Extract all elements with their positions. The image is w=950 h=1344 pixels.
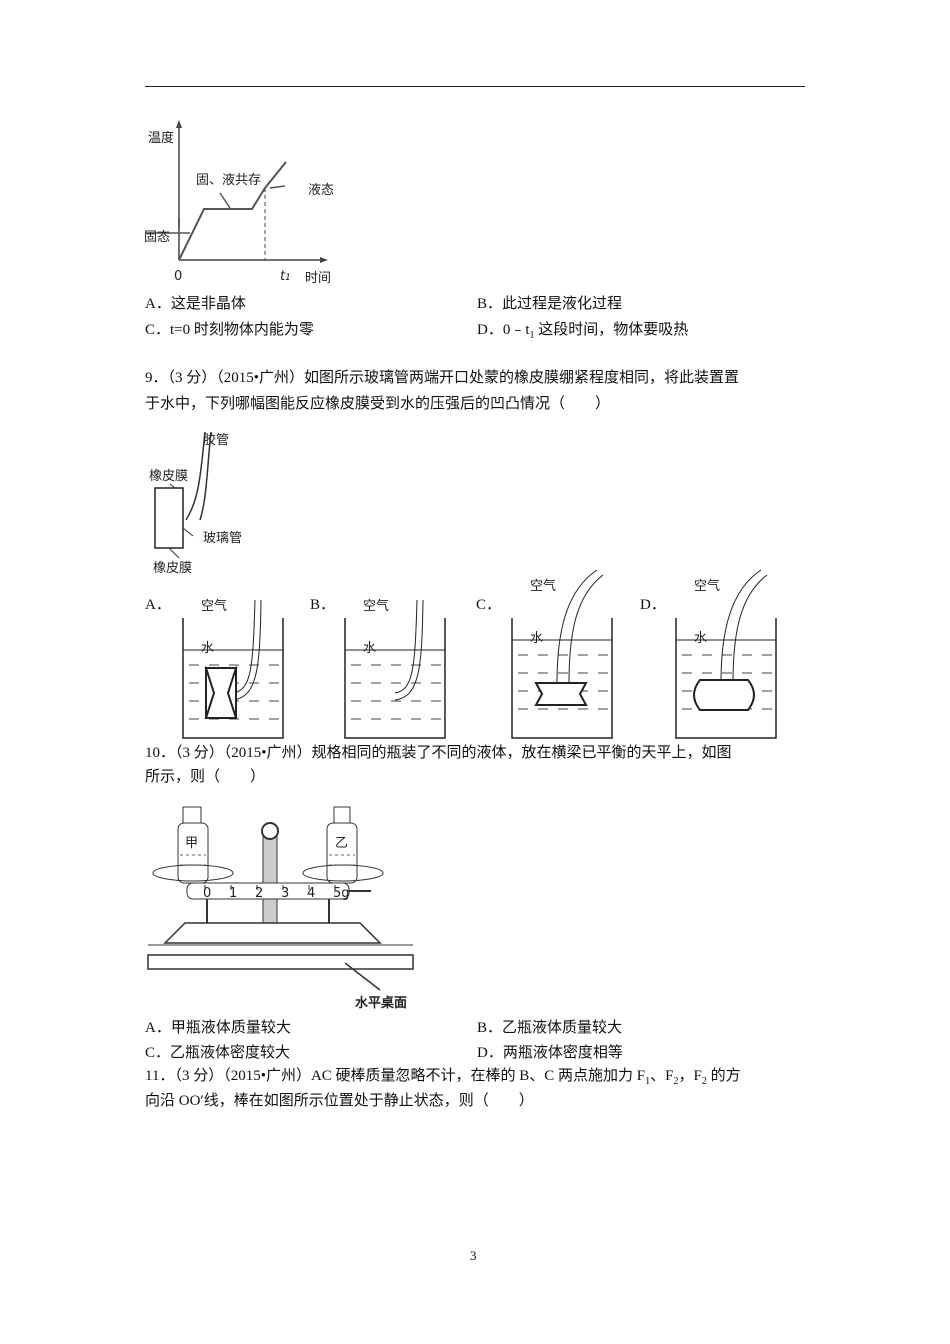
svg-text:胶管: 胶管: [203, 432, 229, 448]
q10-option-d: D．两瓶液体密度相等: [477, 1045, 623, 1061]
q9-text-line2: 于水中，下列哪幅图能反应橡皮膜受到水的压强后的凹凸情况（ ）: [145, 396, 611, 412]
svg-text:水平桌面: 水平桌面: [355, 995, 407, 1011]
scale-tick-label: 2: [255, 886, 263, 901]
svg-text:空气: 空气: [363, 598, 389, 614]
svg-text:空气: 空气: [694, 578, 720, 594]
scale-tick-label: 3: [281, 886, 289, 901]
q8-option-c: C．t=0 时刻物体内能为零: [145, 322, 314, 338]
svg-text:玻璃管: 玻璃管: [203, 531, 242, 546]
q9-choice-label: A．: [145, 597, 171, 613]
coexist-label: 固、液共存: [196, 173, 261, 188]
q10-text-line1: 10．（3 分）（2015•广州）规格相同的瓶装了不同的液体，放在横梁已平衡的天…: [145, 745, 732, 761]
q8-option-d: D．0﹣t1 这段时间，物体要吸热: [477, 322, 689, 341]
q9-text-line1: 9．（3 分）（2015•广州）如图所示玻璃管两端开口处蒙的橡皮膜绷紧程度相同，…: [145, 370, 740, 386]
svg-text:水: 水: [363, 641, 376, 656]
svg-text:空气: 空气: [201, 598, 227, 614]
svg-text:空气: 空气: [530, 578, 556, 594]
solid-label: 固态: [144, 230, 170, 245]
q10-option-b: B．乙瓶液体质量较大: [477, 1020, 623, 1036]
origin-label: 0: [174, 269, 182, 284]
scale-tick-label: 0: [203, 886, 211, 901]
q9-choice-label: B．: [310, 597, 336, 613]
q11-text-line1: 11．（3 分）（2015•广州）AC 硬棒质量忽略不计，在棒的 B、C 两点施…: [145, 1068, 741, 1087]
scale-tick-label: 4: [307, 886, 315, 901]
q9-choice-label: D．: [640, 597, 666, 613]
liquid-label: 液态: [308, 183, 334, 198]
balance-figure: 甲 乙 0 1 2 3 4 5g 水平桌面: [147, 806, 414, 1011]
q8-option-b: B．此过程是液化过程: [477, 296, 623, 312]
svg-text:橡皮膜: 橡皮膜: [149, 469, 188, 484]
q10-text-line2: 所示，则（ ）: [145, 769, 266, 785]
svg-text:甲: 甲: [185, 836, 198, 851]
svg-text:水: 水: [694, 631, 707, 646]
page-number: 3: [470, 1248, 477, 1263]
q9-choice-label: C．: [476, 597, 502, 613]
q8-option-a: A．这是非晶体: [145, 296, 246, 312]
y-axis-label: 温度: [148, 130, 174, 146]
q10-option-c: C．乙瓶液体密度较大: [145, 1045, 291, 1061]
q10-option-a: A．甲瓶液体质量较大: [145, 1020, 291, 1036]
q11-text-line2: 向沿 OO′线，棒在如图所示位置处于静止状态，则（ ）: [145, 1093, 534, 1109]
scale-tick-label: 1: [229, 886, 237, 901]
svg-text:乙: 乙: [335, 836, 348, 851]
header-rule: [145, 86, 805, 87]
x-axis-label: 时间: [305, 271, 331, 286]
tube-apparatus-figure: 胶管 橡皮膜 玻璃管 橡皮膜: [149, 431, 242, 576]
svg-text:水: 水: [201, 641, 214, 656]
svg-text:橡皮膜: 橡皮膜: [153, 561, 192, 576]
t1-label: t1: [280, 269, 291, 284]
svg-text:水: 水: [530, 631, 543, 646]
melting-graph: 温度 固态 固、液共存 液态 0 t1 时间: [144, 120, 334, 286]
scale-tick-label: 5g: [333, 886, 350, 901]
